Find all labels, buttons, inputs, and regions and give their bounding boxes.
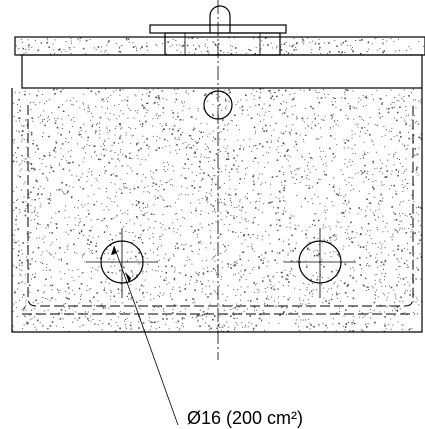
right-opening — [284, 228, 356, 298]
cover-band — [21, 54, 423, 89]
left-opening — [86, 228, 158, 298]
concrete-texture-top — [15, 37, 425, 55]
dimension-leader — [111, 245, 179, 426]
leader-arrowhead-bottom — [125, 272, 131, 283]
concrete-texture-body — [12, 88, 422, 332]
hook-base — [164, 32, 281, 56]
reinforcement-outline — [27, 105, 414, 307]
diameter-label: Ø16 (200 cm²) — [187, 408, 303, 428]
top-slab — [14, 36, 425, 56]
slab-body-outline — [11, 88, 423, 333]
leader-arrowhead-top — [111, 246, 117, 255]
hook-loop — [209, 5, 231, 33]
